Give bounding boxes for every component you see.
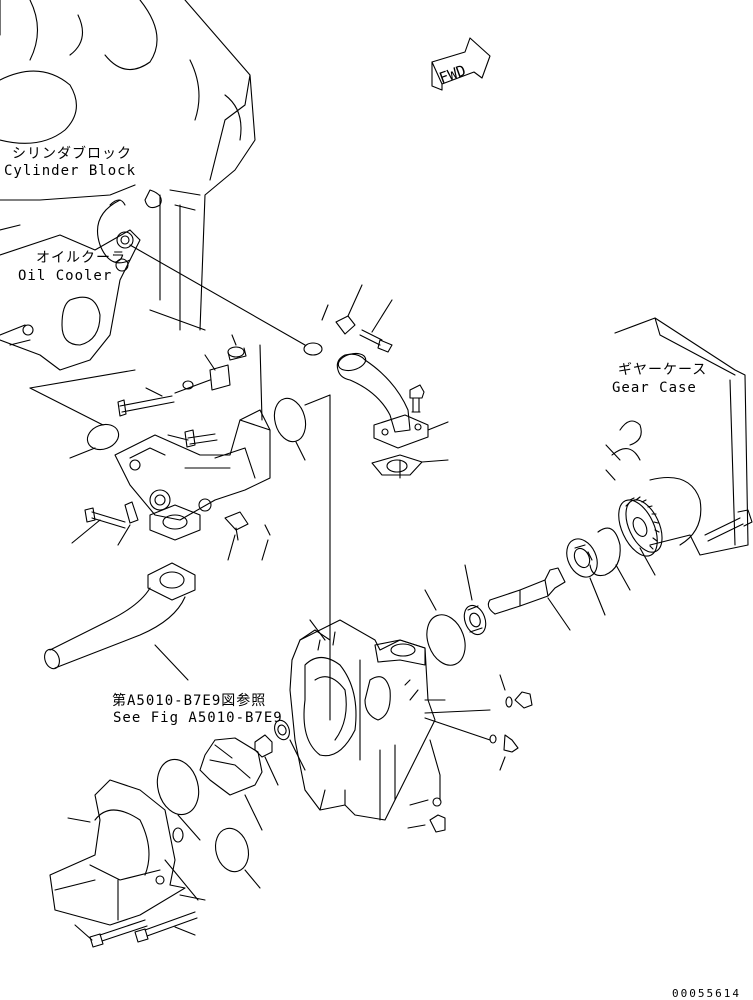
- small-o-ring-bottom: [172, 827, 184, 843]
- fwd-arrow: FWD: [431, 37, 491, 91]
- drain-plugs: [407, 674, 533, 833]
- clip-bracket: [321, 284, 363, 335]
- gear-case-label-jp: ギヤーケース: [618, 362, 708, 378]
- impeller: [199, 737, 263, 831]
- bearing: [566, 538, 606, 616]
- snap-ring: [589, 527, 631, 591]
- dowel-pin: [227, 334, 247, 361]
- cover-bolt-short: [134, 911, 198, 943]
- water-outlet-elbow: [336, 352, 449, 449]
- inlet-pipe: [44, 562, 196, 681]
- clip-bolt: [359, 299, 393, 353]
- see-figure-label-en: See Fig A5010-B7E9: [113, 710, 283, 726]
- oil-cooler-label-jp: オイルクーラ: [36, 250, 126, 266]
- water-pump-housing: [289, 619, 436, 821]
- plug: [117, 501, 139, 546]
- thermostat-bolts: [71, 379, 218, 544]
- temperature-sensor: [224, 511, 271, 561]
- o-ring-left: [29, 369, 136, 459]
- gear-case-label-en: Gear Case: [612, 380, 697, 396]
- elbow-bolt: [409, 384, 425, 413]
- oil-cooler: [0, 199, 141, 371]
- impeller-washer: [274, 719, 306, 771]
- pipe-clamp: [204, 354, 231, 391]
- mechanical-seal: [463, 564, 487, 636]
- fwd-arrow-label: FWD: [437, 61, 469, 87]
- housing-leader-lines: [304, 394, 491, 741]
- thermostat-housing: [114, 344, 271, 541]
- oil-cooler-label-en: Oil Cooler: [18, 268, 113, 284]
- cylinder-block-label-en: Cylinder Block: [4, 163, 137, 179]
- gasket-bottom: [214, 827, 261, 889]
- cylinder-block: [0, 0, 256, 331]
- thermostat-o-ring: [273, 397, 307, 461]
- pump-shaft: [487, 567, 571, 631]
- small-o-ring: [129, 244, 323, 356]
- see-figure-label-jp: 第A5010-B7E9図参照: [112, 693, 267, 709]
- pump-cover: [49, 779, 206, 926]
- elbow-gasket: [371, 454, 449, 476]
- gear-case-bolt: [704, 509, 753, 542]
- cover-bolt-long: [74, 919, 148, 948]
- cylinder-block-label-jp: シリンダブロック: [12, 146, 132, 162]
- document-number: 00055614: [672, 987, 741, 1000]
- o-ring-housing: [424, 589, 466, 666]
- gear-case: [605, 317, 749, 556]
- cover-o-ring: [156, 758, 201, 841]
- pump-gear: [618, 496, 663, 576]
- impeller-nut: [254, 734, 279, 786]
